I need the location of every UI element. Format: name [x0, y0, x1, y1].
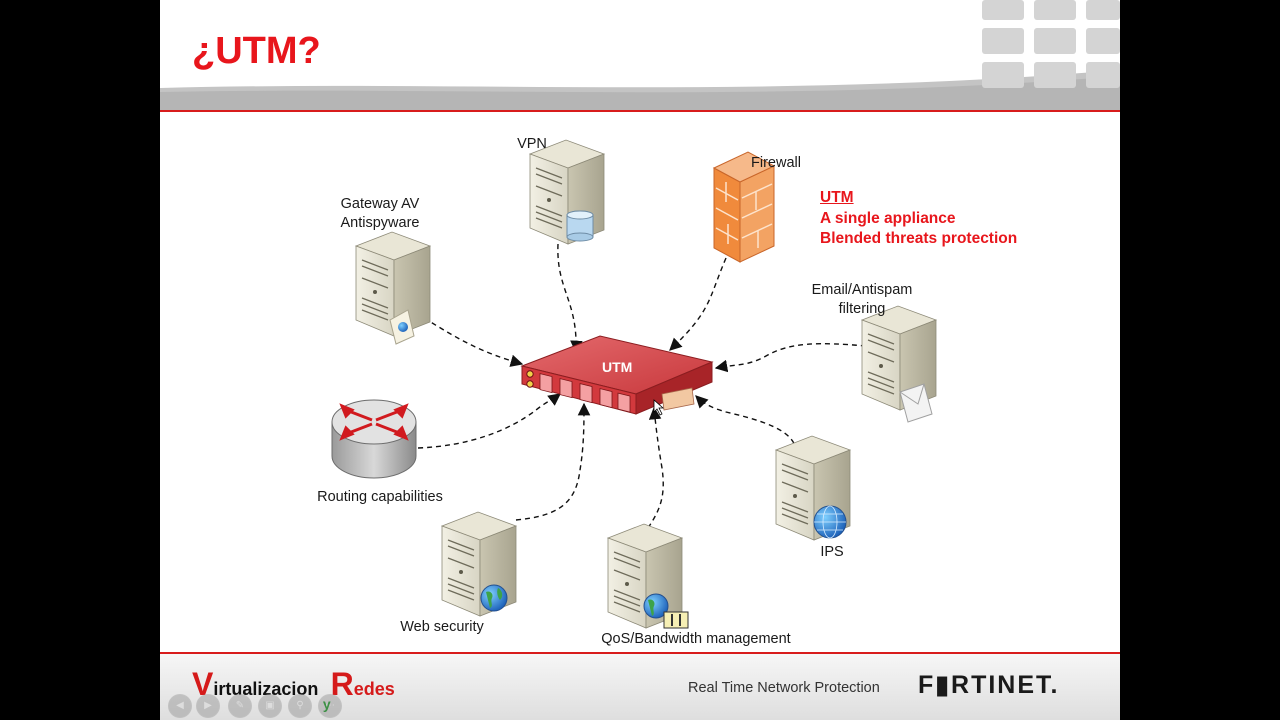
- header-divider: [160, 110, 1120, 112]
- more-icon[interactable]: ⋯: [318, 694, 342, 718]
- database-icon: [566, 210, 594, 242]
- arrow-qos: [647, 406, 664, 529]
- arrow-web-security: [515, 402, 591, 521]
- next-icon[interactable]: ▶: [196, 694, 220, 718]
- label-ips: IPS: [820, 544, 844, 560]
- label-vpn: VPN: [517, 136, 547, 152]
- slide-title: ¿UTM?: [192, 30, 321, 72]
- mouse-cursor-icon: [653, 399, 665, 416]
- label-qos: QoS/Bandwidth management: [601, 631, 791, 647]
- vpn-server: [529, 139, 605, 245]
- utm-info-line2: Blended threats protection: [820, 230, 1018, 247]
- header-grid-decoration: [982, 0, 1120, 88]
- connector-arrows: [417, 243, 867, 529]
- slide-footer: Virtualizacion yRedes Real Time Network …: [160, 652, 1120, 720]
- label-gateway-av: Gateway AV Antispyware: [320, 195, 440, 233]
- arrow-routing: [417, 393, 562, 449]
- ips-server: [775, 435, 851, 541]
- footer-tagline: Real Time Network Protection: [688, 680, 880, 696]
- footer-divider: [160, 652, 1120, 654]
- arrow-ips: [695, 395, 797, 453]
- envelope-icon: [899, 383, 933, 423]
- slides-icon[interactable]: ▣: [258, 694, 282, 718]
- prev-icon[interactable]: ◀: [168, 694, 192, 718]
- gateway-av-server: [355, 231, 431, 345]
- utm-info-heading: UTM: [820, 189, 854, 206]
- utm-appliance: UTM: [520, 335, 714, 415]
- arrow-gateway-av: [423, 317, 524, 367]
- web-security-server: [441, 511, 517, 617]
- globe-icon: [643, 593, 669, 619]
- arrow-email: [714, 343, 867, 373]
- globe-icon: [480, 584, 508, 612]
- bandwidth-icon: [663, 611, 689, 629]
- label-email: Email/Antispam filtering: [796, 281, 928, 319]
- slide: ¿UTM?: [160, 0, 1120, 720]
- label-web-security: Web security: [400, 619, 484, 635]
- utm-diagram: UTM: [331, 139, 937, 629]
- qos-server: [607, 523, 689, 629]
- header-background: [160, 0, 1120, 112]
- utm-info-box: UTM A single appliance Blended threats p…: [820, 188, 1017, 250]
- label-email-line1: Email/Antispam: [811, 282, 913, 298]
- slideshow-controls: ◀ ▶ ✎ ▣ ⚲ ⋯: [160, 694, 360, 718]
- logo-letter-v: V: [192, 666, 214, 702]
- label-routing: Routing capabilities: [317, 489, 443, 505]
- zoom-icon[interactable]: ⚲: [288, 694, 312, 718]
- pen-icon[interactable]: ✎: [228, 694, 252, 718]
- label-firewall: Firewall: [751, 155, 801, 171]
- slide-header: ¿UTM?: [160, 0, 1120, 112]
- email-server: [861, 305, 937, 423]
- router-icon: [331, 399, 417, 479]
- label-gateway-av-line1: Gateway AV: [340, 196, 420, 212]
- utm-info-line1: A single appliance: [820, 209, 956, 227]
- globe-icon: [813, 505, 847, 539]
- arrow-firewall: [669, 257, 727, 351]
- firewall-icon: [712, 151, 776, 263]
- arrow-vpn: [557, 243, 583, 354]
- utm-appliance-label: UTM: [602, 359, 632, 375]
- fortinet-logo: F▮RTINET.: [918, 671, 1060, 699]
- label-gateway-av-line2: Antispyware: [340, 215, 420, 231]
- logo-letter-r: R: [330, 666, 354, 702]
- label-email-line2: filtering: [838, 301, 886, 317]
- logo-edes: edes: [353, 679, 395, 699]
